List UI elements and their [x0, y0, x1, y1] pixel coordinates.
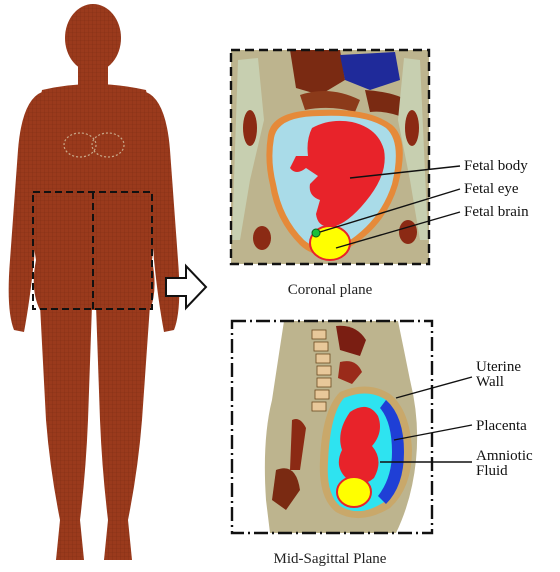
coronal-caption: Coronal plane: [288, 282, 373, 298]
label-amniotic-line2: Fluid: [476, 463, 508, 479]
sagittal-caption: Mid-Sagittal Plane: [274, 551, 387, 567]
label-fetal-brain: Fetal brain: [464, 204, 529, 220]
label-uterine-line2: Wall: [476, 374, 504, 390]
label-amniotic-line1: Amniotic: [476, 448, 533, 464]
sagittal-panel: Mid-Sagittal Plane: [232, 321, 432, 567]
label-fetal-eye: Fetal eye: [464, 181, 519, 197]
label-uterine-line1: Uterine: [476, 359, 521, 375]
label-fetal-body: Fetal body: [464, 158, 528, 174]
coronal-panel: Coronal plane: [231, 50, 429, 298]
label-placenta: Placenta: [476, 418, 527, 434]
